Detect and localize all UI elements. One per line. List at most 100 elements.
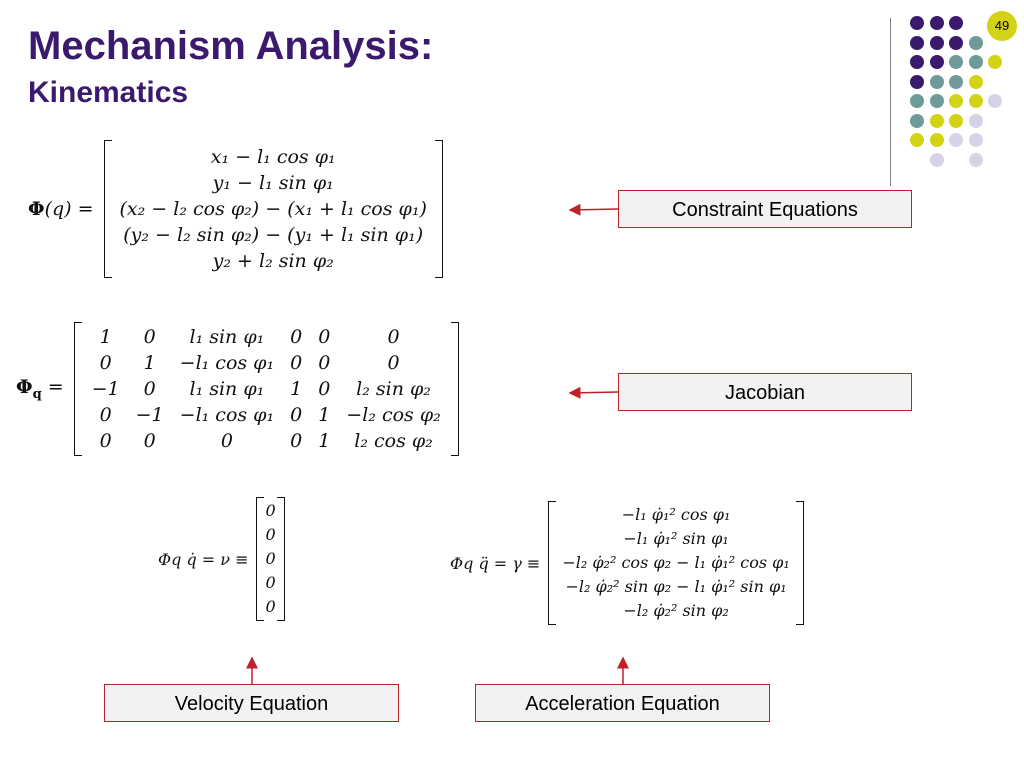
decorative-dot <box>929 35 944 50</box>
jacobian-cell: −1 <box>135 404 164 426</box>
jacobian-cell: 1 <box>318 404 331 426</box>
jacobian-cell: 0 <box>143 378 156 400</box>
constraint-row: x₁ − l₁ cos φ₁ <box>210 146 336 168</box>
acceleration-vector: −l₁ φ̇₁² cos φ₁ −l₁ φ̇₁² sin φ₁ −l₂ φ̇₂²… <box>548 501 805 625</box>
decorative-dot <box>910 113 924 128</box>
jacobian-row: 0 0 0 0 1 l₂ cos φ₂ <box>84 428 449 454</box>
jacobian-lhs-equals: = <box>47 376 64 399</box>
jacobian-row: 0 1 −l₁ cos φ₁ 0 0 0 <box>84 350 449 376</box>
decorative-dot <box>968 94 983 108</box>
slide-subtitle: Kinematics <box>28 76 189 109</box>
decorative-dot <box>949 35 963 50</box>
jacobian-cell: 0 <box>290 352 303 374</box>
velocity-entry: 0 <box>265 573 276 592</box>
jacobian-cell: l₁ sin φ₁ <box>189 326 265 348</box>
jacobian-cell: 0 <box>99 430 112 452</box>
page-number-badge: 49 <box>987 11 1017 41</box>
decorative-dot <box>910 133 924 147</box>
jacobian-cell: 0 <box>290 326 303 348</box>
jacobian-cell: 0 <box>99 404 112 426</box>
decorative-dot <box>910 16 924 30</box>
decorative-dot <box>929 133 944 147</box>
decorative-dot <box>949 133 963 147</box>
decorative-dot <box>949 113 963 128</box>
jacobian-cell: 1 <box>290 378 303 400</box>
jacobian-label: Jacobian <box>618 373 912 411</box>
jacobian-cell: −l₁ cos φ₁ <box>179 352 275 374</box>
jacobian-cell: l₂ sin φ₂ <box>356 378 431 400</box>
velocity-equation-label: Velocity Equation <box>104 684 399 722</box>
velocity-entry: 0 <box>265 597 276 616</box>
velocity-entry: 0 <box>265 549 276 568</box>
decorative-dot <box>949 16 963 30</box>
jacobian-cell: l₁ sin φ₁ <box>189 378 265 400</box>
velocity-entry: 0 <box>265 525 276 544</box>
decorative-dot <box>968 35 983 50</box>
acceleration-equation: Φq q̈ = γ ≡ −l₁ φ̇₁² cos φ₁ −l₁ φ̇₁² sin… <box>450 501 805 625</box>
decorative-dot <box>968 113 983 128</box>
jacobian-cell: 0 <box>143 430 156 452</box>
acceleration-entry: −l₁ φ̇₁² sin φ₁ <box>623 529 729 548</box>
velocity-lhs: Φq q̇ = ν ≡ <box>158 549 249 569</box>
constraint-row: y₂ + l₂ sin φ₂ <box>212 250 334 272</box>
decorative-dot <box>929 94 944 108</box>
jacobian-arrow <box>568 386 619 399</box>
constraint-row: y₁ − l₁ sin φ₁ <box>212 172 334 194</box>
jacobian-row: 1 0 l₁ sin φ₁ 0 0 0 <box>84 324 449 350</box>
constraint-matrix: x₁ − l₁ cos φ₁ y₁ − l₁ sin φ₁ (x₂ − l₂ c… <box>103 140 444 278</box>
constraint-lhs: Φ(q) = <box>28 198 94 220</box>
decorative-dot <box>988 94 1002 108</box>
jacobian-cell: 0 <box>318 326 331 348</box>
decorative-dot <box>929 74 944 89</box>
jacobian-cell: 0 <box>220 430 233 452</box>
jacobian-row: 0 −1 −l₁ cos φ₁ 0 1 −l₂ cos φ₂ <box>84 402 449 428</box>
decorative-dot <box>910 35 924 50</box>
decorative-dot <box>929 55 944 69</box>
jacobian-lhs: Φq = <box>16 376 64 402</box>
jacobian-cell: 0 <box>318 352 331 374</box>
jacobian-cell: 0 <box>387 352 400 374</box>
decorative-divider <box>890 18 891 186</box>
jacobian-cell: −l₂ cos φ₂ <box>346 404 441 426</box>
constraint-row: (y₂ − l₂ sin φ₂) − (y₁ + l₁ sin φ₁) <box>123 224 424 246</box>
decorative-dot <box>910 55 924 69</box>
jacobian-cell: −1 <box>91 378 120 400</box>
jacobian-cell: 0 <box>290 430 303 452</box>
constraint-equation: Φ(q) = x₁ − l₁ cos φ₁ y₁ − l₁ sin φ₁ (x₂… <box>28 140 444 278</box>
jacobian-cell: 0 <box>318 378 331 400</box>
decorative-dot <box>968 55 983 69</box>
jacobian-cell: 1 <box>143 352 156 374</box>
jacobian-row: −1 0 l₁ sin φ₁ 1 0 l₂ sin φ₂ <box>84 376 449 402</box>
constraint-lhs-symbol: Φ <box>28 198 45 220</box>
decorative-dot <box>988 55 1002 69</box>
jacobian-equation: Φq = 1 0 l₁ sin φ₁ 0 0 0 0 1 −l₁ cos φ₁ … <box>16 322 459 456</box>
acceleration-lhs: Φq q̈ = γ ≡ <box>450 553 541 573</box>
acceleration-equation-label: Acceleration Equation <box>475 684 770 722</box>
jacobian-lhs-symbol: Φ <box>16 376 33 399</box>
jacobian-lhs-subscript: q <box>32 386 42 402</box>
constraint-equations-label: Constraint Equations <box>618 190 912 228</box>
jacobian-cell: 0 <box>143 326 156 348</box>
jacobian-cell: −l₁ cos φ₁ <box>179 404 275 426</box>
decorative-dot <box>968 74 983 89</box>
constraint-arrow <box>568 203 619 216</box>
acceleration-entry: −l₁ φ̇₁² cos φ₁ <box>621 505 731 524</box>
decorative-dot <box>929 16 944 30</box>
acceleration-entry: −l₂ φ̇₂² sin φ₂ <box>623 601 729 620</box>
acceleration-entry: −l₂ φ̇₂² sin φ₂ − l₁ φ̇₁² sin φ₁ <box>565 577 787 596</box>
decorative-dot <box>910 74 924 89</box>
jacobian-cell: 0 <box>99 352 112 374</box>
decorative-dot <box>968 152 983 167</box>
jacobian-cell: 1 <box>318 430 331 452</box>
decorative-dot <box>949 74 963 89</box>
decorative-dot <box>949 55 963 69</box>
slide-title: Mechanism Analysis: <box>28 24 434 68</box>
jacobian-cell: 0 <box>290 404 303 426</box>
velocity-equation: Φq q̇ = ν ≡ 0 0 0 0 0 <box>158 497 285 621</box>
decorative-dot <box>929 152 944 167</box>
constraint-row: (x₂ − l₂ cos φ₂) − (x₁ + l₁ cos φ₁) <box>119 198 427 220</box>
jacobian-cell: 1 <box>99 326 112 348</box>
jacobian-matrix: 1 0 l₁ sin φ₁ 0 0 0 0 1 −l₁ cos φ₁ 0 0 0… <box>73 322 459 456</box>
decorative-dot <box>929 113 944 128</box>
